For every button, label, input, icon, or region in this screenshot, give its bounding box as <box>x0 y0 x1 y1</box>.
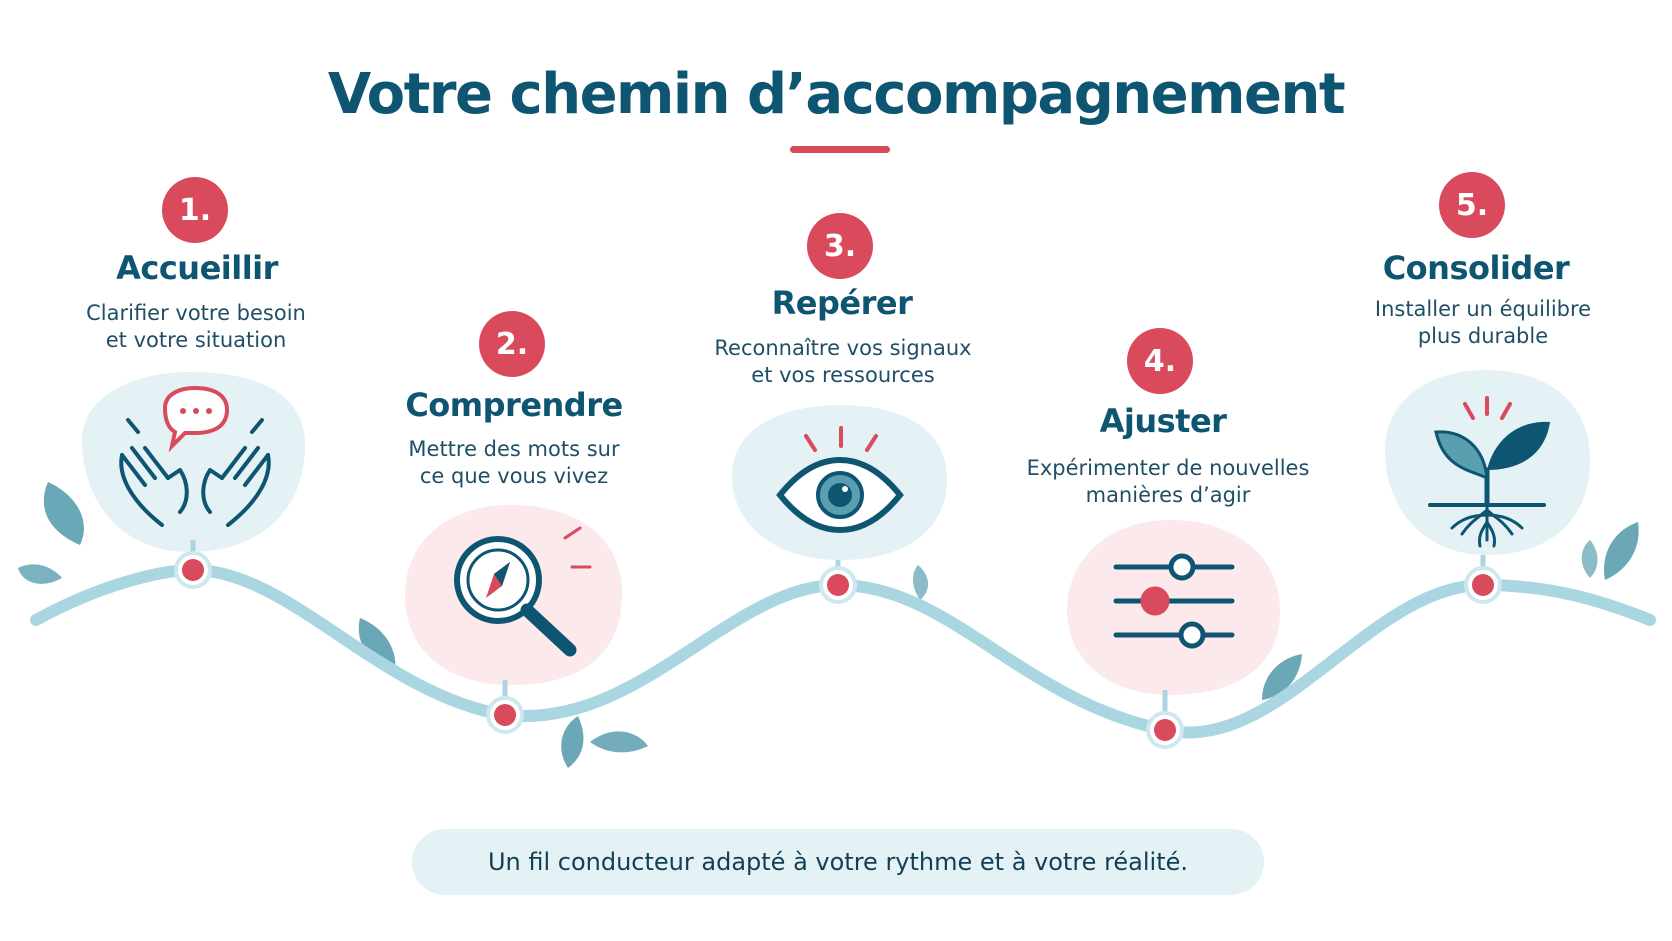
step-2-number-badge: 2. <box>479 311 545 377</box>
sliders-icon <box>1113 553 1235 649</box>
step-5-number-badge: 5. <box>1439 172 1505 238</box>
leaves-decoration <box>18 482 1639 768</box>
title-underline <box>790 146 890 153</box>
step-4-number-badge: 4. <box>1127 328 1193 394</box>
footer-tagline: Un fil conducteur adapté à votre rythme … <box>412 829 1264 895</box>
step-5-description-line-1: Installer un équilibre <box>1374 297 1592 321</box>
step-2-title: Comprendre <box>405 386 623 424</box>
step-3-title: Repérer <box>771 284 913 322</box>
step-1-description-line-1: Clarifier votre besoin <box>86 301 306 325</box>
step-5-description-line-2: plus durable <box>1417 324 1549 348</box>
step-2-description-line-2: ce que vous vivez <box>419 464 609 488</box>
step-2-description-line-1: Mettre des mots sur <box>408 437 620 461</box>
step-5-description: Installer un équilibre plus durable <box>1333 296 1633 350</box>
hands-speech-bubble-icon <box>119 385 271 527</box>
magnifier-compass-icon <box>454 526 592 657</box>
step-dots <box>174 551 1502 749</box>
sprout-roots-icon <box>1428 396 1550 548</box>
step-1-description-line-2: et votre situation <box>105 328 287 352</box>
step-1-number-badge: 1. <box>162 177 228 243</box>
step-3-description: Reconnaître vos signaux et vos ressource… <box>693 335 993 389</box>
step-4-title: Ajuster <box>1099 402 1227 440</box>
step-4-description-line-1: Expérimenter de nouvelles <box>1026 456 1310 480</box>
step-4-description-line-2: manières d’agir <box>1085 483 1251 507</box>
step-3-description-line-1: Reconnaître vos signaux <box>714 336 972 360</box>
step-1-title: Accueillir <box>116 249 278 287</box>
page-title: Votre chemin d’accompagnement <box>327 62 1346 127</box>
eye-icon <box>776 426 904 534</box>
step-3-number-badge: 3. <box>807 213 873 279</box>
step-4-description: Expérimenter de nouvelles manières d’agi… <box>1018 455 1318 509</box>
step-2-description: Mettre des mots sur ce que vous vivez <box>364 436 664 490</box>
step-5-title: Consolider <box>1382 249 1570 287</box>
step-3-description-line-2: et vos ressources <box>751 363 935 387</box>
step-1-description: Clarifier votre besoin et votre situatio… <box>46 300 346 354</box>
